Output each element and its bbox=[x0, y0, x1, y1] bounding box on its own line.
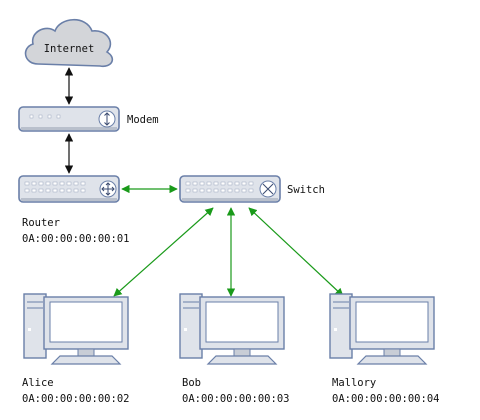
mallory-mac: 0A:00:00:00:00:04 bbox=[332, 393, 439, 405]
internet-label: Internet bbox=[44, 43, 95, 55]
modem-icon bbox=[18, 106, 120, 132]
cloud-icon bbox=[24, 18, 114, 68]
desktop-computer-icon bbox=[329, 293, 435, 365]
link-switch-alice bbox=[113, 207, 214, 297]
switch-label: Switch bbox=[287, 184, 325, 196]
router-mac: 0A:00:00:00:00:01 bbox=[22, 233, 129, 245]
alice-mac: 0A:00:00:00:00:02 bbox=[22, 393, 129, 405]
router-label: Router bbox=[22, 217, 60, 229]
switch-icon bbox=[179, 175, 281, 203]
link-switch-mallory bbox=[248, 207, 344, 297]
mallory-label: Mallory bbox=[332, 377, 376, 389]
desktop-computer-icon bbox=[23, 293, 129, 365]
modem-label: Modem bbox=[127, 114, 159, 126]
desktop-computer-icon bbox=[179, 293, 285, 365]
alice-label: Alice bbox=[22, 377, 54, 389]
bob-mac: 0A:00:00:00:00:03 bbox=[182, 393, 289, 405]
router-icon bbox=[18, 175, 120, 203]
bob-label: Bob bbox=[182, 377, 201, 389]
links bbox=[64, 67, 344, 297]
